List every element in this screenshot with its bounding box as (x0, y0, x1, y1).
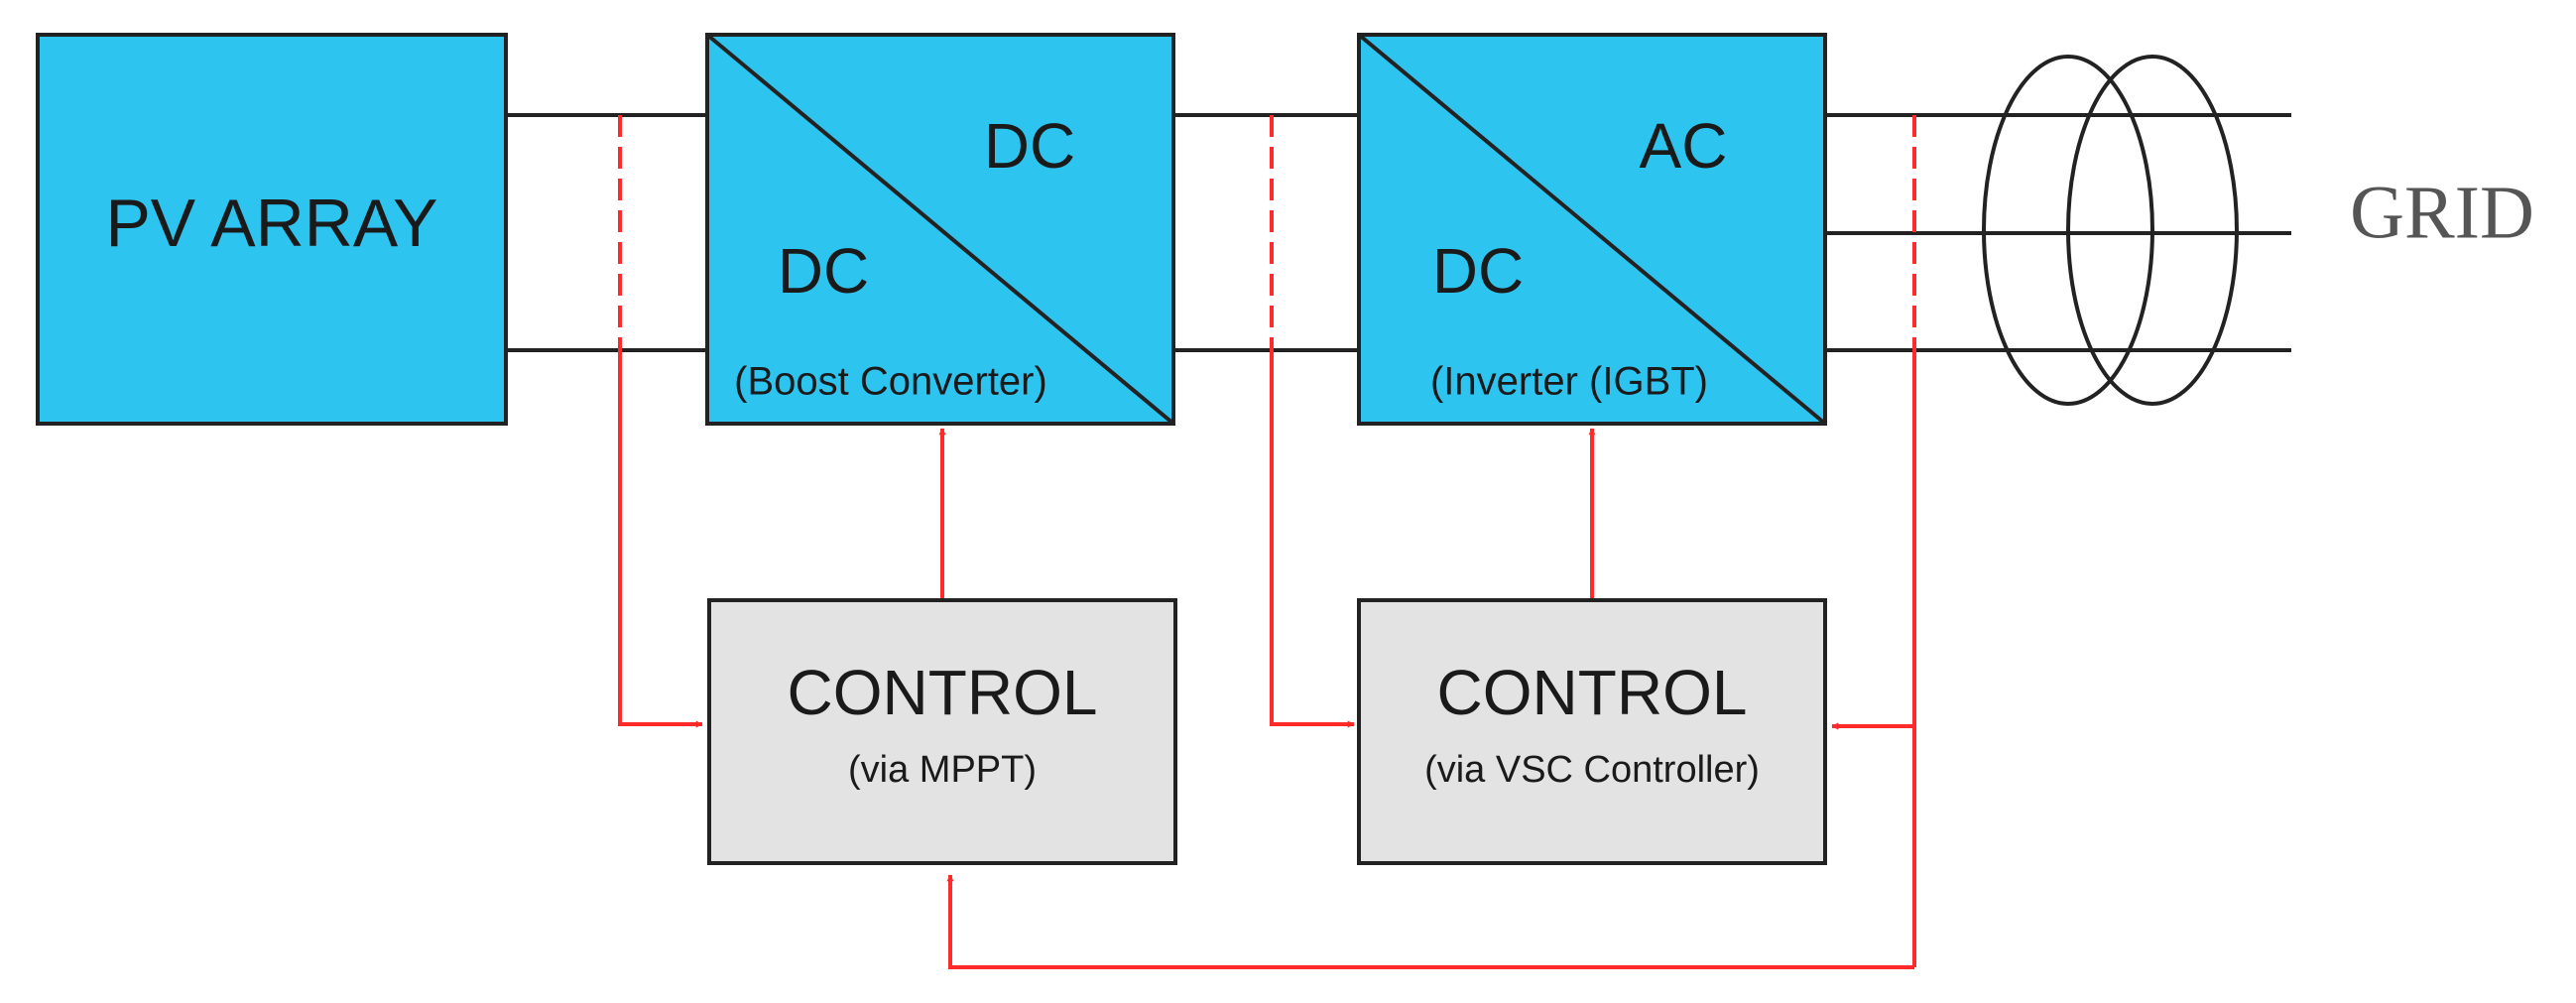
boost-top-label: DC (984, 110, 1075, 182)
control-mppt-subtitle: (via MPPT) (848, 749, 1037, 791)
sense-pv-to-mppt (618, 350, 703, 728)
power-lines (506, 113, 2291, 352)
inverter-top-label: AC (1640, 110, 1728, 182)
sense-dclink-to-vsc (1270, 350, 1355, 728)
boost-bottom-label: DC (778, 235, 869, 307)
boost-converter-block: DC DC (Boost Converter) (705, 33, 1175, 426)
pv-array-label: PV ARRAY (105, 186, 437, 261)
pv-array-block: PV ARRAY (36, 33, 508, 426)
control-vsc-subtitle: (via VSC Controller) (1424, 749, 1760, 791)
inverter-block: AC DC (Inverter (IGBT) (1357, 33, 1827, 426)
sense-grid-to-mppt (946, 874, 1914, 969)
boost-caption: (Boost Converter) (734, 360, 1047, 404)
inverter-diagonal (1357, 33, 1827, 426)
grid-label: GRID (2350, 171, 2534, 254)
control-mppt-title: CONTROL (788, 657, 1098, 728)
inverter-caption: (Inverter (IGBT) (1430, 360, 1708, 404)
transformer-icon (1982, 55, 2239, 406)
control-mppt-block: CONTROL (via MPPT) (707, 598, 1177, 865)
signal-lines (618, 115, 1916, 969)
control-vsc-title: CONTROL (1437, 657, 1748, 728)
boost-diagonal (705, 33, 1175, 426)
inverter-bottom-label: DC (1432, 235, 1524, 307)
control-vsc-block: CONTROL (via VSC Controller) (1357, 598, 1827, 865)
